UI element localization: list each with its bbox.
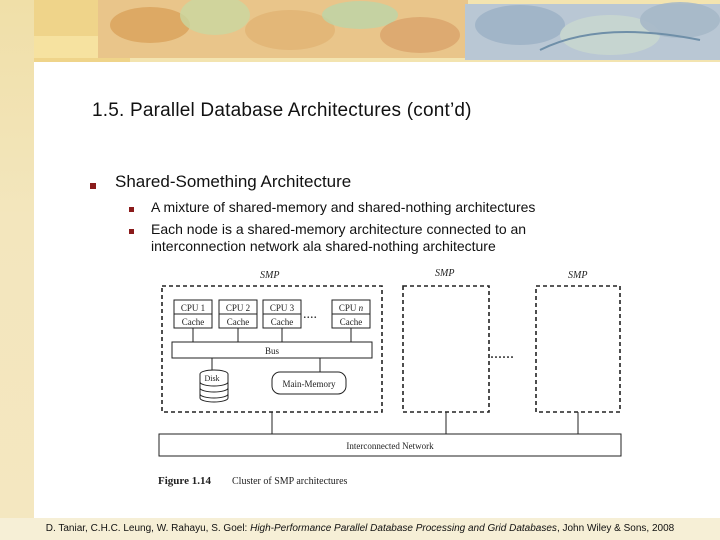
- figure-caption: Cluster of SMP architectures: [232, 476, 348, 487]
- disk-label: Disk: [204, 374, 219, 383]
- sub-bullet-text: Each node is a shared-memory architectur…: [151, 221, 527, 254]
- left-decor-strip: [0, 0, 34, 540]
- cpu-unit: CPU 3 Cache: [262, 299, 302, 329]
- cpu-label: CPU n: [339, 303, 364, 313]
- cpu-label: CPU 1: [181, 303, 205, 313]
- cpu-unit: CPU n Cache: [331, 299, 371, 329]
- ellipsis-dots: ......: [490, 345, 514, 362]
- footer-authors: D. Taniar, C.H.C. Leung, W. Rahayu, S. G…: [45, 523, 251, 534]
- bus-label: Bus: [265, 346, 280, 356]
- sub-bullet-marker: [129, 229, 134, 234]
- smp-label: SMP: [435, 268, 454, 279]
- header-banner: [0, 0, 720, 62]
- main-memory-box: [271, 371, 347, 395]
- bullet-text: Shared-Something Architecture: [115, 172, 352, 191]
- cpu-unit: CPU 2 Cache: [218, 299, 258, 329]
- leaf-banner-image: [0, 0, 720, 62]
- bullet-marker: [90, 183, 96, 189]
- smp-node-box: [535, 285, 621, 413]
- slide-title: 1.5. Parallel Database Architectures (co…: [92, 100, 472, 121]
- interconnected-network-bar: [158, 433, 622, 457]
- smp-cluster-diagram: SMP SMP SMP ...... CPU 1 Cache CPU 2 Cac…: [150, 262, 630, 497]
- cpu-label: CPU 2: [226, 303, 250, 313]
- cache-label: Cache: [227, 317, 250, 327]
- smp-node-box: [402, 285, 490, 413]
- footer-publisher: , John Wiley & Sons, 2008: [556, 523, 675, 534]
- sub-bullet-marker: [129, 207, 134, 212]
- smp-label: SMP: [568, 270, 587, 281]
- network-label: Interconnected Network: [346, 441, 434, 451]
- main-memory-label: Main-Memory: [283, 379, 336, 389]
- cache-label: Cache: [340, 317, 363, 327]
- sub-bullet-text: A mixture of shared-memory and shared-no…: [151, 199, 536, 215]
- cpu-label: CPU 3: [270, 303, 295, 313]
- bus-bar: [171, 341, 373, 359]
- cache-label: Cache: [182, 317, 205, 327]
- cache-label: Cache: [271, 317, 294, 327]
- cpu-ellipsis: ....: [303, 307, 317, 322]
- footer-bar: [0, 518, 720, 540]
- smp-label: SMP: [260, 270, 279, 281]
- cpu-unit: CPU 1 Cache: [173, 299, 213, 329]
- footer-book-title: High-Performance Parallel Database Proce…: [250, 523, 557, 534]
- figure-number: Figure 1.14: [158, 475, 211, 487]
- disk-icon: Disk: [199, 369, 229, 403]
- footer-citation: D. Taniar, C.H.C. Leung, W. Rahayu, S. G…: [0, 523, 720, 534]
